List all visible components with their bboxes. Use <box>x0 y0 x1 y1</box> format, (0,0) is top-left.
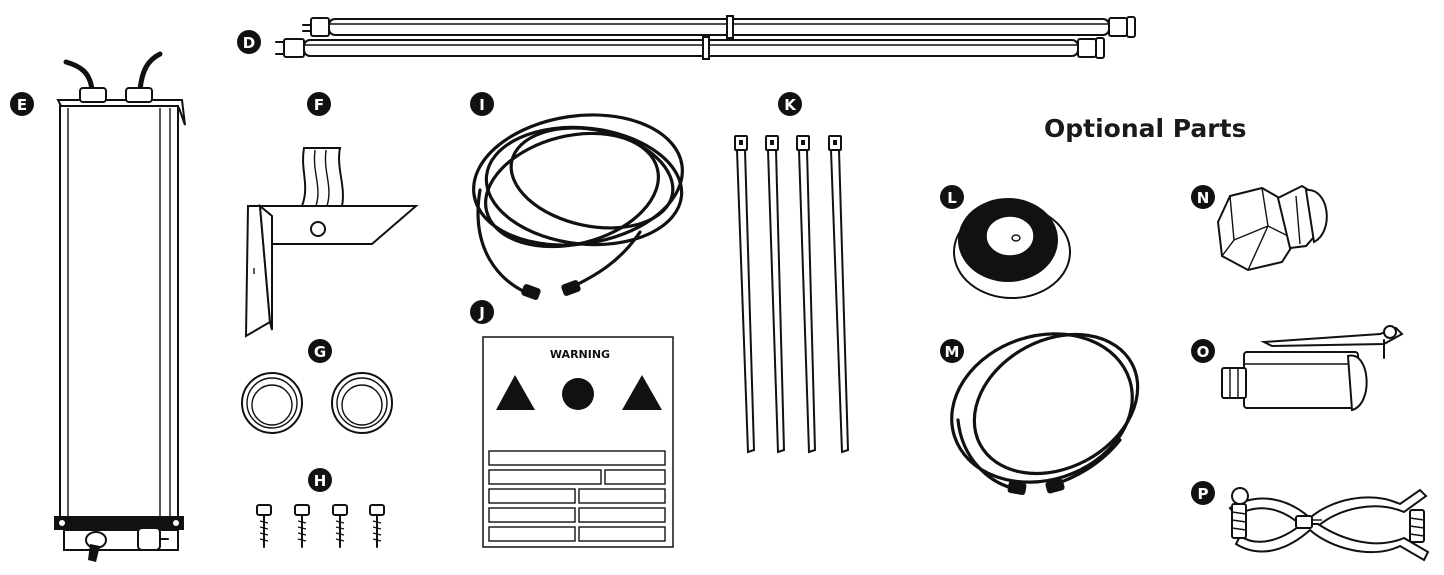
svg-text:K: K <box>784 96 797 114</box>
marker-m: M <box>940 339 964 363</box>
svg-text:L: L <box>947 189 957 207</box>
extension-cable-icon <box>950 332 1140 495</box>
svg-text:P: P <box>1198 485 1209 503</box>
marker-k: K <box>778 92 802 116</box>
screws-icon <box>256 504 385 548</box>
cable-ties-icon <box>734 135 850 454</box>
marker-h: H <box>308 468 332 492</box>
marker-e: E <box>10 92 34 116</box>
marker-l: L <box>940 185 964 209</box>
svg-text:F: F <box>314 96 324 114</box>
pipe-clamp-icon <box>1228 487 1430 562</box>
svg-text:O: O <box>1197 343 1210 361</box>
warning-label-text: WARNING <box>550 348 610 361</box>
svg-text:D: D <box>243 34 255 52</box>
optional-parts-title: Optional Parts <box>1044 114 1246 143</box>
grommet-icon <box>953 198 1071 299</box>
svg-text:E: E <box>17 96 27 114</box>
marker-i: I <box>470 92 494 116</box>
svg-text:G: G <box>314 343 326 361</box>
uv-lamp-tubes-icon <box>275 15 1136 60</box>
marker-f: F <box>307 92 331 116</box>
svg-text:I: I <box>479 96 485 114</box>
marker-n: N <box>1191 185 1215 209</box>
flow-switch-icon <box>1221 325 1404 412</box>
cable-gland-icon <box>1216 184 1328 272</box>
marker-o: O <box>1191 339 1215 363</box>
svg-text:M: M <box>945 343 960 361</box>
ballast-housing-icon <box>54 51 186 562</box>
marker-j: J <box>470 300 494 324</box>
power-cable-icon <box>472 113 684 300</box>
marker-d: D <box>237 30 261 54</box>
marker-g: G <box>308 339 332 363</box>
svg-text:H: H <box>314 472 327 490</box>
end-caps-icon <box>241 372 393 434</box>
marker-p: P <box>1191 481 1215 505</box>
warning-label-icon: WARNING <box>482 336 674 548</box>
svg-text:N: N <box>1197 189 1210 207</box>
svg-text:J: J <box>478 304 485 322</box>
mounting-bracket-icon <box>244 147 419 338</box>
